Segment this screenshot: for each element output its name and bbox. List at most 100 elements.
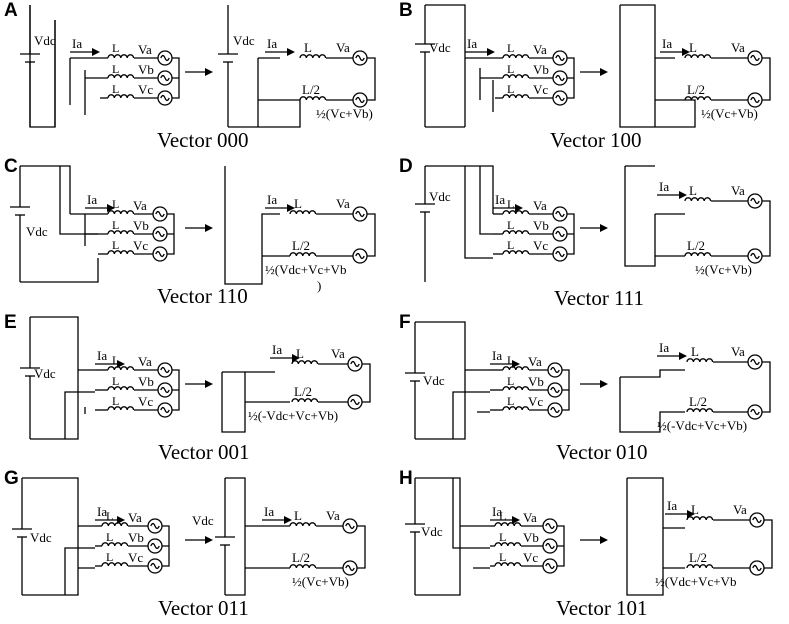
switch-legs bbox=[59, 166, 98, 246]
equivalent-frame bbox=[228, 57, 301, 128]
vb-label: Vb bbox=[138, 374, 154, 389]
va-label: Va bbox=[331, 346, 345, 361]
vdc-label: Vdc bbox=[34, 33, 56, 48]
vdc-label: Vdc bbox=[30, 530, 52, 545]
dc-source bbox=[12, 528, 32, 538]
phase-c-source bbox=[552, 246, 568, 262]
va-label: Va bbox=[336, 196, 350, 211]
vc-label: Vc bbox=[523, 550, 538, 565]
switch-legs bbox=[64, 525, 95, 595]
current-arrow-head bbox=[679, 352, 687, 360]
inductor-half bbox=[686, 564, 714, 569]
panel-caption: Vector 000 bbox=[157, 128, 249, 152]
equivalent-voltage-label: ½(-Vdc+Vc+Vb) bbox=[657, 418, 747, 433]
phase-c-inductor bbox=[107, 94, 135, 99]
phase-c-inductor bbox=[502, 250, 530, 255]
vdc-label: Vdc bbox=[421, 524, 443, 539]
lb-label: L bbox=[507, 218, 514, 232]
vb-label: Vb bbox=[133, 218, 149, 233]
lb-label: L bbox=[112, 374, 119, 388]
inductor-l bbox=[291, 360, 319, 365]
va-label: Va bbox=[128, 510, 142, 525]
ia-label: Ia bbox=[97, 348, 107, 363]
neutral-bus bbox=[167, 213, 175, 255]
equivalent-voltage-label: ½(Vdc+Vc+Vb bbox=[655, 574, 736, 589]
phase-c-source bbox=[157, 402, 173, 418]
inductor-half bbox=[686, 408, 714, 413]
l-label: L bbox=[689, 40, 697, 55]
la-label: L bbox=[507, 353, 514, 367]
l-label: L bbox=[304, 40, 312, 55]
dc-rails bbox=[30, 316, 79, 440]
va-label: Va bbox=[731, 183, 745, 198]
equivalent-frame bbox=[225, 477, 290, 596]
l-half-label: L/2 bbox=[302, 82, 320, 97]
return-wire bbox=[762, 361, 771, 413]
inductor-l bbox=[299, 54, 327, 59]
phase-b-source bbox=[157, 70, 173, 86]
inductor-l bbox=[686, 516, 714, 521]
neutral-bus bbox=[562, 369, 570, 411]
bc-source bbox=[747, 404, 763, 420]
panel-caption: Vector 111 bbox=[554, 286, 644, 310]
current-arrow-head bbox=[487, 48, 495, 56]
inductor-half bbox=[289, 252, 317, 257]
inductor-half bbox=[299, 96, 327, 101]
bc-source bbox=[347, 394, 363, 410]
phase-a-source bbox=[547, 362, 563, 378]
bc-source bbox=[747, 248, 763, 264]
equivalent-frame bbox=[221, 371, 290, 433]
va-label: Va bbox=[133, 198, 147, 213]
equivalent-frame bbox=[624, 165, 685, 267]
neutral-bus bbox=[172, 369, 180, 411]
vc-label: Vc bbox=[133, 238, 148, 253]
phase-a-source bbox=[157, 362, 173, 378]
equivalent-voltage-label: ½(-Vdc+Vc+Vb) bbox=[248, 408, 338, 423]
va-label: Va bbox=[326, 508, 340, 523]
current-arrow-head bbox=[92, 48, 100, 56]
dc-source bbox=[215, 536, 235, 546]
phase-a-inductor bbox=[502, 366, 530, 371]
neutral-bus bbox=[172, 57, 180, 99]
current-arrow-head bbox=[287, 48, 295, 56]
phase-c-inductor bbox=[502, 94, 530, 99]
return-wire bbox=[367, 213, 376, 257]
va-label: Va bbox=[533, 198, 547, 213]
va-source bbox=[747, 354, 763, 370]
neutral-bus bbox=[567, 57, 575, 99]
transform-arrow-head bbox=[205, 68, 213, 76]
equivalent-voltage-label: ½(Vc+Vb) bbox=[292, 574, 349, 589]
vb-label: Vb bbox=[528, 374, 544, 389]
vdc-label: Vdc bbox=[233, 33, 255, 48]
return-wire bbox=[362, 363, 371, 403]
dc-source bbox=[218, 53, 238, 63]
equivalent-frame bbox=[224, 166, 290, 285]
ia-label: Ia bbox=[87, 192, 97, 207]
switch-legs bbox=[64, 369, 95, 439]
panel-letter: F bbox=[399, 312, 411, 333]
dc-source bbox=[405, 372, 425, 382]
vc-label: Vc bbox=[528, 394, 543, 409]
ia-label: Ia bbox=[97, 504, 107, 519]
lb-label: L bbox=[507, 374, 514, 388]
va-source bbox=[352, 206, 368, 222]
inductor-l bbox=[289, 522, 317, 527]
ia-label: Ia bbox=[267, 192, 277, 207]
lc-label: L bbox=[507, 82, 514, 96]
inductor-l bbox=[686, 358, 714, 363]
phase-c-source bbox=[542, 558, 558, 574]
vc-label: Vc bbox=[138, 82, 153, 97]
return-wire bbox=[367, 57, 376, 101]
transform-arrow-head bbox=[600, 224, 608, 232]
dc-rails bbox=[415, 321, 466, 440]
phase-c-inductor bbox=[494, 562, 522, 567]
ia-label: Ia bbox=[272, 342, 282, 357]
bc-source bbox=[352, 92, 368, 108]
